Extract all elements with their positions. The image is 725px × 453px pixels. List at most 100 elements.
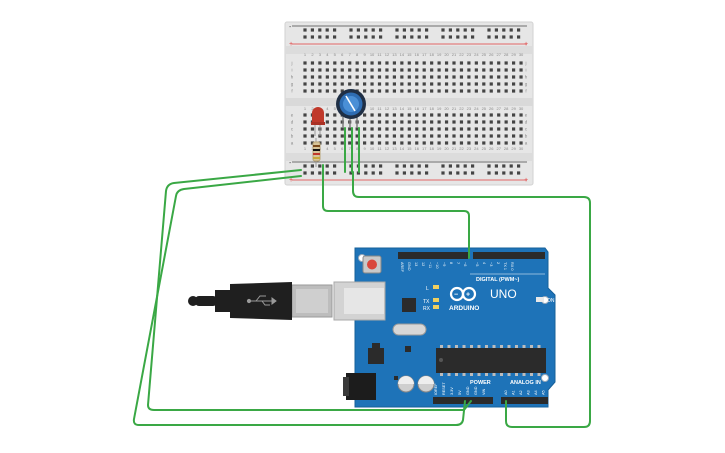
- rail-hole[interactable]: [410, 35, 414, 39]
- breadboard-hole[interactable]: [497, 75, 501, 79]
- breadboard-hole[interactable]: [363, 134, 367, 138]
- rail-hole[interactable]: [410, 171, 414, 175]
- breadboard-hole[interactable]: [512, 127, 516, 131]
- breadboard-hole[interactable]: [392, 89, 396, 93]
- breadboard-hole[interactable]: [355, 75, 359, 79]
- breadboard-hole[interactable]: [303, 89, 307, 93]
- breadboard-hole[interactable]: [400, 68, 404, 72]
- breadboard-hole[interactable]: [370, 120, 374, 124]
- breadboard[interactable]: + + + + - - 1112223334445556667778889991…: [284, 21, 534, 186]
- breadboard-hole[interactable]: [310, 134, 315, 138]
- breadboard-hole[interactable]: [377, 127, 382, 131]
- breadboard-hole[interactable]: [422, 141, 426, 145]
- rail-hole[interactable]: [463, 164, 467, 168]
- rail-hole[interactable]: [325, 35, 329, 39]
- dc-power-jack[interactable]: [343, 373, 376, 400]
- breadboard-hole[interactable]: [407, 134, 411, 138]
- breadboard-hole[interactable]: [325, 120, 329, 124]
- rail-hole[interactable]: [303, 171, 307, 175]
- breadboard-hole[interactable]: [392, 127, 396, 131]
- breadboard-hole[interactable]: [318, 68, 322, 72]
- rail-hole[interactable]: [303, 28, 307, 32]
- breadboard-hole[interactable]: [437, 89, 441, 93]
- breadboard-hole[interactable]: [363, 113, 367, 117]
- breadboard-hole[interactable]: [489, 61, 493, 65]
- wire-pot-a0[interactable]: [352, 171, 591, 428]
- breadboard-hole[interactable]: [467, 75, 471, 79]
- breadboard-hole[interactable]: [467, 113, 471, 117]
- breadboard-hole[interactable]: [467, 89, 471, 93]
- breadboard-hole[interactable]: [400, 141, 404, 145]
- breadboard-hole[interactable]: [437, 120, 441, 124]
- breadboard-hole[interactable]: [415, 120, 419, 124]
- breadboard-hole[interactable]: [392, 134, 396, 138]
- breadboard-hole[interactable]: [363, 89, 367, 93]
- breadboard-hole[interactable]: [512, 75, 516, 79]
- breadboard-hole[interactable]: [310, 68, 315, 72]
- breadboard-hole[interactable]: [497, 82, 501, 86]
- rail-hole[interactable]: [310, 28, 314, 32]
- rail-hole[interactable]: [517, 28, 521, 32]
- breadboard-hole[interactable]: [325, 61, 329, 65]
- breadboard-hole[interactable]: [474, 89, 478, 93]
- breadboard-hole[interactable]: [377, 61, 382, 65]
- breadboard-hole[interactable]: [497, 127, 501, 131]
- breadboard-hole[interactable]: [512, 141, 516, 145]
- breadboard-hole[interactable]: [310, 75, 315, 79]
- breadboard-hole[interactable]: [363, 127, 367, 131]
- breadboard-hole[interactable]: [400, 75, 404, 79]
- rail-hole[interactable]: [471, 171, 475, 175]
- breadboard-hole[interactable]: [333, 120, 337, 124]
- wire-5v[interactable]: [132, 175, 466, 426]
- breadboard-hole[interactable]: [512, 89, 516, 93]
- rail-hole[interactable]: [379, 164, 383, 168]
- rail-hole[interactable]: [364, 171, 368, 175]
- breadboard-hole[interactable]: [415, 89, 419, 93]
- breadboard-hole[interactable]: [348, 75, 352, 79]
- breadboard-hole[interactable]: [504, 82, 508, 86]
- rail-hole[interactable]: [448, 164, 452, 168]
- breadboard-hole[interactable]: [355, 68, 359, 72]
- rail-hole[interactable]: [448, 28, 452, 32]
- breadboard-hole[interactable]: [303, 61, 307, 65]
- breadboard-hole[interactable]: [482, 141, 486, 145]
- rail-hole[interactable]: [318, 164, 322, 168]
- rail-hole[interactable]: [333, 171, 337, 175]
- rail-hole[interactable]: [509, 164, 513, 168]
- breadboard-hole[interactable]: [452, 134, 456, 138]
- breadboard-hole[interactable]: [400, 127, 404, 131]
- breadboard-hole[interactable]: [452, 75, 456, 79]
- breadboard-hole[interactable]: [512, 61, 516, 65]
- breadboard-hole[interactable]: [437, 113, 441, 117]
- breadboard-hole[interactable]: [489, 127, 493, 131]
- breadboard-hole[interactable]: [310, 127, 315, 131]
- breadboard-hole[interactable]: [437, 127, 441, 131]
- rail-hole[interactable]: [456, 28, 460, 32]
- breadboard-hole[interactable]: [452, 61, 456, 65]
- breadboard-hole[interactable]: [444, 75, 449, 79]
- breadboard-hole[interactable]: [422, 113, 426, 117]
- breadboard-hole[interactable]: [519, 134, 523, 138]
- breadboard-hole[interactable]: [392, 61, 396, 65]
- breadboard-hole[interactable]: [467, 120, 471, 124]
- breadboard-hole[interactable]: [355, 134, 359, 138]
- breadboard-hole[interactable]: [363, 75, 367, 79]
- breadboard-hole[interactable]: [363, 141, 367, 145]
- rail-hole[interactable]: [487, 164, 491, 168]
- rail-hole[interactable]: [371, 171, 375, 175]
- breadboard-hole[interactable]: [430, 75, 434, 79]
- breadboard-hole[interactable]: [482, 61, 486, 65]
- breadboard-hole[interactable]: [504, 61, 508, 65]
- rail-hole[interactable]: [502, 171, 506, 175]
- breadboard-hole[interactable]: [512, 120, 516, 124]
- breadboard-hole[interactable]: [385, 61, 389, 65]
- rail-hole[interactable]: [395, 28, 399, 32]
- breadboard-hole[interactable]: [504, 141, 508, 145]
- breadboard-hole[interactable]: [355, 82, 359, 86]
- breadboard-hole[interactable]: [512, 82, 516, 86]
- breadboard-hole[interactable]: [459, 113, 464, 117]
- rail-hole[interactable]: [371, 35, 375, 39]
- breadboard-hole[interactable]: [333, 127, 337, 131]
- breadboard-hole[interactable]: [444, 141, 449, 145]
- breadboard-hole[interactable]: [459, 61, 464, 65]
